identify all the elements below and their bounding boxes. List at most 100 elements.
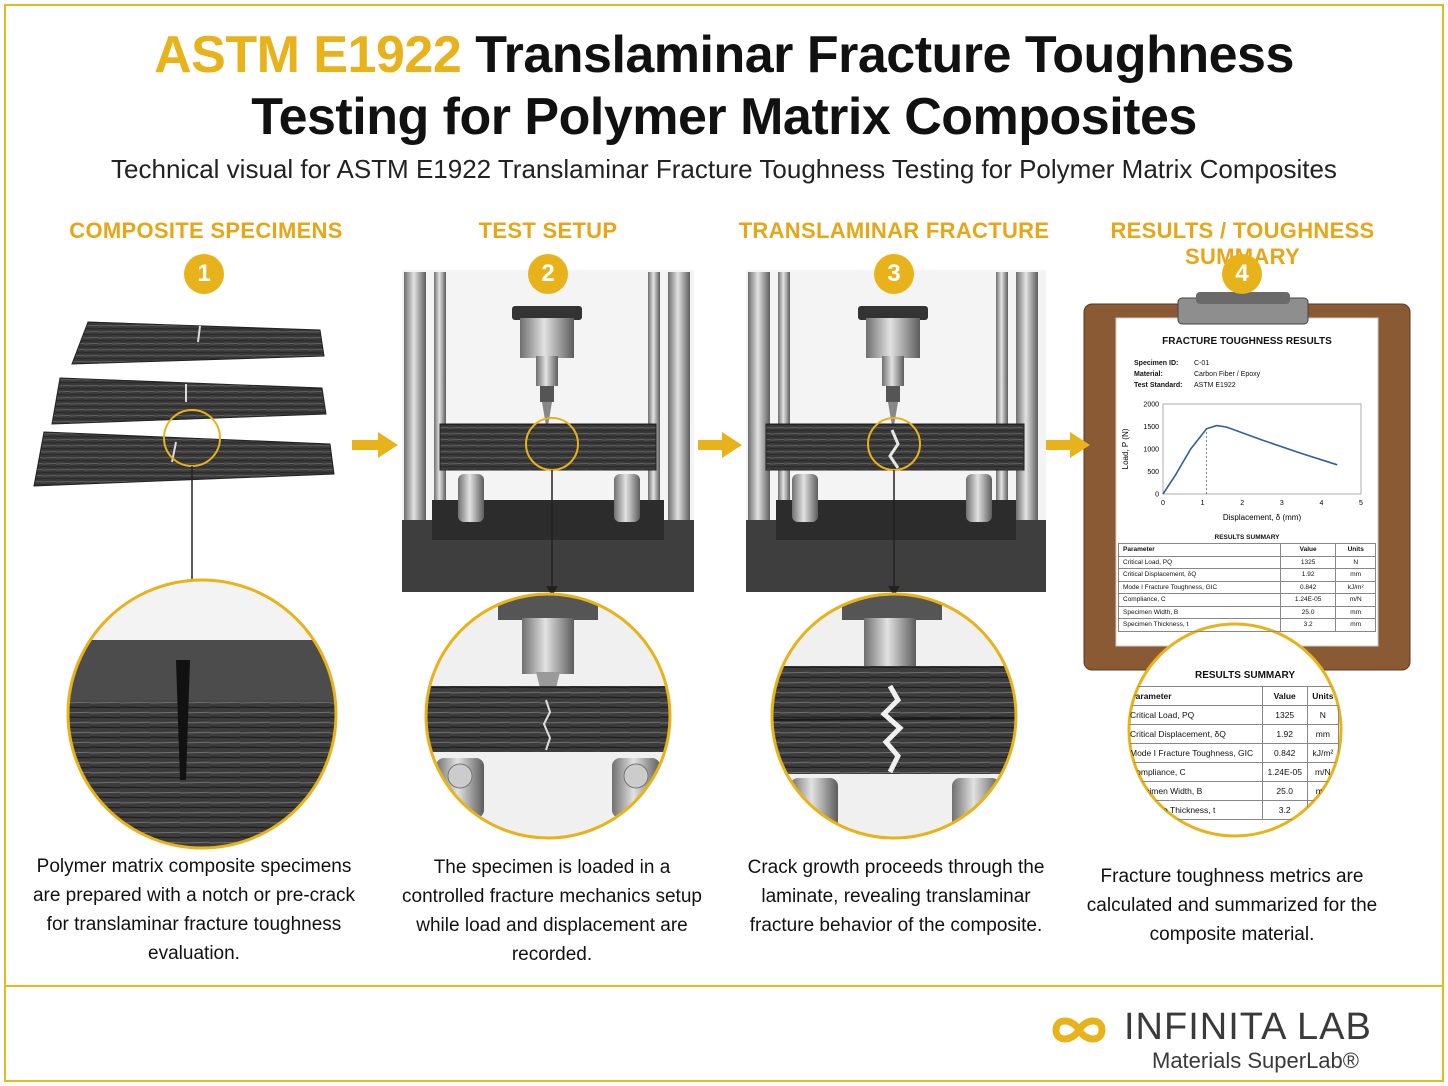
logo-name: INFINITA LAB xyxy=(1124,1006,1372,1048)
chart-x-tick-label: 2 xyxy=(1240,500,1244,507)
small-table-title: RESULTS SUMMARY xyxy=(1214,534,1280,541)
infinity-icon xyxy=(1052,1017,1106,1043)
meta-label: Test Standard: xyxy=(1134,382,1183,389)
table-cell: m/N xyxy=(1335,593,1376,607)
table-cell: 1.24E-05 xyxy=(1261,762,1308,782)
chart-ylabel: Load, P (N) xyxy=(1121,428,1130,469)
meta-value: C-01 xyxy=(1194,360,1210,367)
chart-x-tick-label: 1 xyxy=(1201,500,1205,507)
table-cell: 1325 xyxy=(1279,555,1337,569)
table-cell: mm xyxy=(1335,605,1376,619)
step-3-title: TRANSLAMINAR FRACTURE xyxy=(738,218,1050,243)
table-cell: Compliance, C xyxy=(1129,762,1263,782)
table-cell: Specimen Thickness, t xyxy=(1129,800,1263,820)
table-cell: Critical Displacement, δQ xyxy=(1118,568,1281,582)
table-cell: Critical Displacement, δQ xyxy=(1129,724,1263,744)
table-cell: N xyxy=(1335,555,1376,569)
title-accent: ASTM E1922 xyxy=(154,26,462,84)
step-4-badge: 4 xyxy=(1222,254,1262,294)
step-2-closeup xyxy=(426,594,670,838)
table-cell: 1.92 xyxy=(1279,568,1337,582)
footer-divider xyxy=(4,985,1444,987)
table-cell: mm xyxy=(1306,800,1340,820)
arrow-icon xyxy=(698,432,742,458)
table-header-cell: Units xyxy=(1335,543,1376,557)
table-cell: 1.24E-05 xyxy=(1279,593,1337,607)
chart-plot-area xyxy=(1162,403,1362,495)
table-cell: 1325 xyxy=(1261,705,1308,725)
page-frame xyxy=(4,4,1444,1082)
test-machine-setup xyxy=(402,270,694,592)
table-cell: Mode I Fracture Toughness, GIC xyxy=(1118,580,1281,594)
step-1-closeup xyxy=(68,580,336,848)
step-4-caption: Fracture toughness metrics are calculate… xyxy=(1086,866,1378,945)
table-cell: Critical Load, PQ xyxy=(1129,705,1263,725)
step-2-badge: 2 xyxy=(528,254,568,294)
table-cell: Mode I Fracture Toughness, GIC xyxy=(1129,743,1263,763)
fracture-machine xyxy=(746,270,1046,592)
table-cell: mm xyxy=(1306,724,1340,744)
page-title-line2: Testing for Polymer Matrix Composites xyxy=(251,88,1197,146)
infinita-lab-logo: INFINITA LAB Materials SuperLab® xyxy=(1040,1002,1420,1082)
chart-x-tick-label: 3 xyxy=(1280,500,1284,507)
table-cell: mm xyxy=(1335,568,1376,582)
table-cell: Specimen Thickness, t xyxy=(1118,618,1281,632)
composite-specimens xyxy=(33,321,335,487)
chart-y-tick-label: 500 xyxy=(1147,469,1159,476)
table-cell: kJ/m² xyxy=(1306,743,1340,763)
chart-y-tick-label: 1500 xyxy=(1143,424,1159,431)
step-2-caption: The specimen is loaded in a controlled f… xyxy=(402,857,702,965)
table-cell: N xyxy=(1306,705,1340,725)
table-header-cell: Value xyxy=(1279,543,1337,557)
report-heading: FRACTURE TOUGHNESS RESULTS xyxy=(1162,336,1332,347)
step-3-badge: 3 xyxy=(874,254,914,294)
step-1-title: COMPOSITE SPECIMENS xyxy=(69,218,343,243)
chart-y-tick-label: 2000 xyxy=(1143,402,1159,409)
logo-tagline: Materials SuperLab® xyxy=(1152,1048,1359,1073)
table-header-cell: Parameter xyxy=(1118,543,1281,557)
table-cell: Critical Load, PQ xyxy=(1118,555,1281,569)
table-cell: mm xyxy=(1335,618,1376,632)
step-3-caption: Crack growth proceeds through the lamina… xyxy=(747,857,1045,936)
meta-value: Carbon Fiber / Epoxy xyxy=(1194,371,1261,378)
chart-xlabel: Displacement, δ (mm) xyxy=(1223,513,1302,522)
page-title-line1: ASTM E1922 Translaminar Fracture Toughne… xyxy=(0,24,1448,86)
table-cell: 3.2 xyxy=(1261,800,1308,820)
table-cell: m/N xyxy=(1306,762,1340,782)
chart-x-tick-label: 4 xyxy=(1319,500,1323,507)
table-cell: 0.842 xyxy=(1261,743,1308,763)
table-cell: 25.0 xyxy=(1279,605,1337,619)
arrow-icon xyxy=(1046,432,1090,458)
chart-x-tick-label: 5 xyxy=(1359,500,1363,507)
arrow-icon xyxy=(352,432,398,458)
chart-series-line xyxy=(1162,424,1338,495)
table-cell: mm xyxy=(1306,781,1340,801)
meta-value: ASTM E1922 xyxy=(1194,382,1236,389)
table-cell: Specimen Width, B xyxy=(1118,605,1281,619)
step-1-caption: Polymer matrix composite specimens are p… xyxy=(32,856,356,964)
table-cell: 3.2 xyxy=(1279,618,1337,632)
title-rest: Translaminar Fracture Toughness xyxy=(475,26,1294,84)
table-cell: 1.92 xyxy=(1261,724,1308,744)
table-header-cell: Units xyxy=(1306,686,1340,706)
table-cell: Compliance, C xyxy=(1118,593,1281,607)
step-4-title: RESULTS / TOUGHNESS SUMMARY xyxy=(1110,218,1375,269)
table-cell: 0.842 xyxy=(1279,580,1337,594)
zoom-table-title: RESULTS SUMMARY xyxy=(1195,670,1295,681)
meta-label: Specimen ID: xyxy=(1134,360,1179,367)
report-meta: Specimen ID:C-01 Material:Carbon Fiber /… xyxy=(1134,358,1260,391)
table-header-cell: Value xyxy=(1261,686,1308,706)
